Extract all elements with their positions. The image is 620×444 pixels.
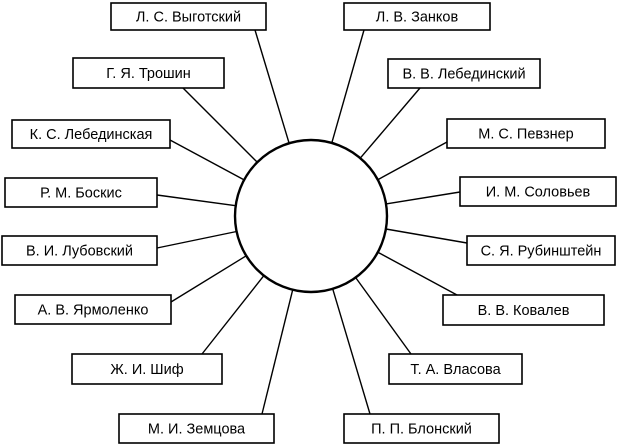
connector-line	[385, 228, 468, 244]
connector-line	[201, 275, 265, 355]
name-box-frame	[387, 58, 541, 89]
name-box: А. В. Ярмоленко	[14, 294, 172, 325]
connector-line	[355, 277, 412, 355]
connector-line	[332, 288, 371, 415]
name-label: М. С. Певзнер	[478, 127, 573, 143]
name-label: М. И. Земцова	[148, 422, 246, 438]
connector-line	[254, 29, 290, 144]
connector-line	[156, 194, 236, 207]
central-circle	[233, 138, 389, 294]
name-box-frame	[459, 176, 617, 207]
name-box-frame	[442, 294, 605, 326]
name-box-frame	[446, 118, 606, 149]
name-box: Л. С. Выготский	[110, 2, 267, 31]
name-box-frame	[466, 235, 616, 266]
name-box: М. И. Земцова	[118, 413, 275, 444]
name-label: В. В. Лебединский	[402, 67, 525, 83]
name-box: С. Я. Рубинштейн	[466, 235, 616, 266]
name-label: С. Я. Рубинштейн	[481, 244, 602, 260]
name-box-frame	[4, 177, 158, 208]
connector-line	[359, 87, 421, 159]
connector-lines	[156, 29, 468, 415]
name-box: К. С. Лебединская	[11, 119, 171, 149]
name-label: П. П. Блонский	[371, 422, 472, 438]
name-box-frame	[14, 294, 172, 325]
name-box-frame	[1, 235, 158, 266]
connector-line	[169, 139, 245, 181]
connector-line	[385, 191, 461, 205]
connector-line	[170, 255, 247, 303]
name-box-frame	[388, 353, 523, 385]
name-label: Р. М. Боскис	[40, 186, 122, 202]
name-label: Л. С. Выготский	[136, 10, 241, 26]
name-box: В. В. Лебединский	[387, 58, 541, 89]
name-label: И. М. Соловьев	[486, 185, 591, 201]
connector-line	[156, 230, 237, 249]
connector-line	[331, 29, 365, 144]
name-box-frame	[71, 353, 223, 385]
name-box: И. М. Соловьев	[459, 176, 617, 207]
name-box: П. П. Блонский	[343, 413, 500, 444]
name-box: В. И. Лубовский	[1, 235, 158, 266]
name-box: Г. Я. Трошин	[72, 57, 225, 89]
name-box: Л. В. Занков	[343, 2, 491, 31]
name-box: Р. М. Боскис	[4, 177, 158, 208]
name-label: Л. В. Занков	[376, 10, 459, 26]
name-box-frame	[118, 413, 275, 444]
connector-line	[377, 251, 458, 296]
connector-line	[261, 289, 294, 415]
name-label: Т. А. Власова	[410, 362, 501, 378]
name-box-frame	[72, 57, 225, 89]
name-label: В. И. Лубовский	[26, 244, 133, 260]
name-label: А. В. Ярмоленко	[38, 303, 149, 319]
name-box: Ж. И. Шиф	[71, 353, 223, 385]
name-box-frame	[110, 2, 267, 31]
name-box-frame	[11, 119, 171, 149]
connector-line	[182, 87, 258, 163]
name-label: В. В. Ковалев	[478, 303, 570, 319]
name-label: Ж. И. Шиф	[110, 362, 183, 378]
name-box: В. В. Ковалев	[442, 294, 605, 326]
name-box: М. С. Певзнер	[446, 118, 606, 149]
connector-line	[377, 141, 448, 181]
name-box-frame	[343, 2, 491, 31]
name-label: Г. Я. Трошин	[106, 66, 191, 82]
name-label: К. С. Лебединская	[30, 127, 153, 143]
name-box-frame	[343, 413, 500, 444]
name-box: Т. А. Власова	[388, 353, 523, 385]
